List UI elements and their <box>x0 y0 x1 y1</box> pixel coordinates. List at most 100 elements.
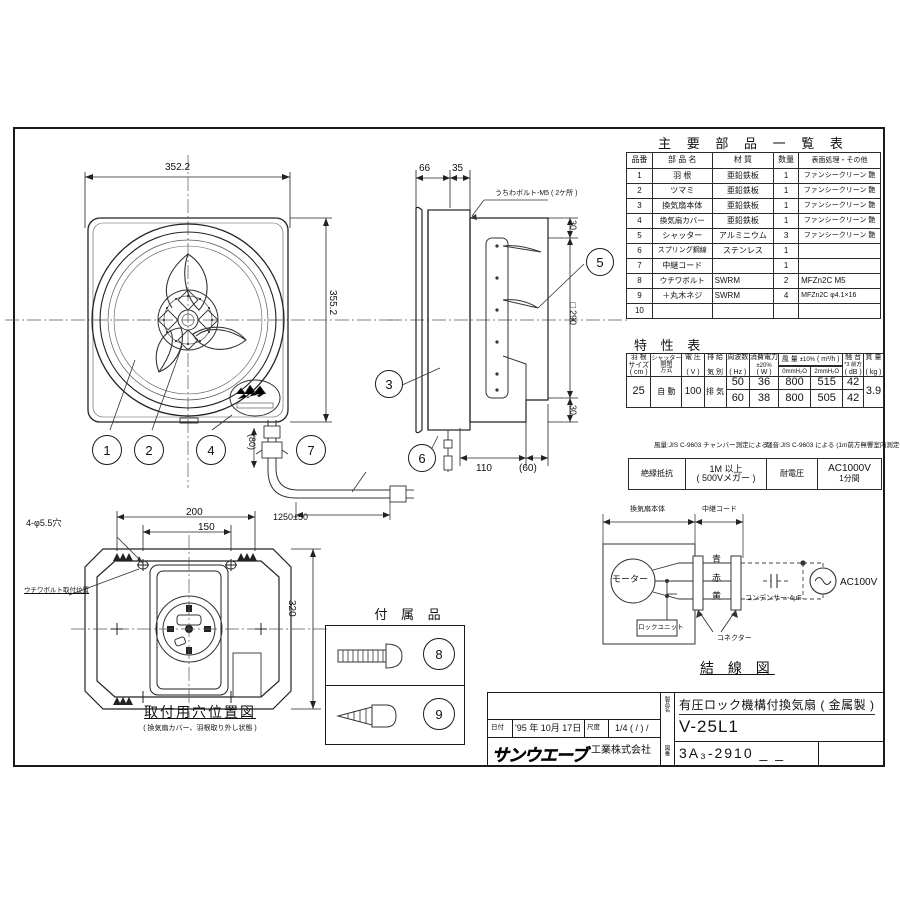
parts-th-qty: 数量 <box>773 152 800 169</box>
parts-cell-material <box>711 303 775 319</box>
spec-th-noise: 騒 音 *3 前方 ( dB ) <box>842 352 865 378</box>
power-cord-detail <box>240 420 420 530</box>
parts-cell-qty: 3 <box>773 228 800 244</box>
spec-cell-air-type: 排 気 <box>703 376 727 408</box>
balloon-5: 5 <box>586 248 614 276</box>
parts-cell-no: 3 <box>626 198 653 214</box>
cord-length-dim: 1250±50 <box>273 512 308 522</box>
title-block-div-1 <box>660 693 662 765</box>
machine-screw-icon <box>334 638 420 674</box>
spec-th-shutter: シャッター 開閉 方式 <box>650 352 683 378</box>
parts-cell-no: 8 <box>626 273 653 289</box>
side-view-dim-290: □290 <box>568 300 578 326</box>
insulation-value: 1M 以上 ( 500Vメガー ) <box>685 458 767 490</box>
parts-cell-material: ステンレス <box>711 243 775 259</box>
spec-cell-airflow-0: 800 <box>778 376 812 390</box>
drawing-number: 3A₃-2910 _ _ <box>679 745 785 761</box>
scale-value: 1/4 ( / ) / <box>615 723 649 733</box>
spec-cell-airflow-0: 800 <box>778 389 812 408</box>
product-name: 有圧ロック機構付換気扇 ( 金属製 ) <box>679 696 875 715</box>
parts-cell-qty: 1 <box>773 258 800 274</box>
title-block-div-4 <box>488 737 660 739</box>
parts-cell-no: 2 <box>626 183 653 199</box>
parts-cell-finish: ファンシークリーン 艶 <box>798 228 881 244</box>
wiring-label-body: 換気扇本体 <box>630 506 665 513</box>
side-view-dim-top-30: 30 <box>568 220 578 231</box>
parts-cell-no: 4 <box>626 213 653 229</box>
accessories-title: 付 属 品 <box>374 607 446 622</box>
table-row: 絶縁抵抗 1M 以上 ( 500Vメガー ) 耐電圧 AC1000V 1分間 <box>628 458 882 490</box>
withstand-value: AC1000V 1分間 <box>817 458 882 490</box>
electrical-table: 絶縁抵抗 1M 以上 ( 500Vメガー ) 耐電圧 AC1000V 1分間 <box>628 458 882 490</box>
side-view <box>388 160 628 490</box>
hole-view-dim-200: 200 <box>186 507 203 518</box>
title-block-div-3 <box>488 719 660 721</box>
parts-cell-material: 亜鉛鉄板 <box>711 183 775 199</box>
spec-cell-airflow-2: 515 <box>810 376 844 390</box>
parts-cell-qty: 1 <box>773 243 800 259</box>
spec-th-air-type: 排 給 気 別 <box>703 352 727 378</box>
balloon-4: 4 <box>196 435 226 465</box>
parts-cell-name: ウチワボルト <box>651 273 713 289</box>
title-block-div-9 <box>608 719 610 737</box>
capacitor-label: コンデンサー-4μF <box>745 595 802 602</box>
parts-cell-finish: ファンシークリーン 艶 <box>798 183 881 199</box>
parts-cell-finish: MFZn2C φ4.1×16 <box>798 288 881 304</box>
parts-cell-material: SWRM <box>711 273 775 289</box>
parts-cell-name <box>651 303 713 319</box>
spec-header-row-3: 0mmH₂O 2mmH₂O <box>627 365 884 378</box>
front-view-height-dim: 355.2 <box>327 290 338 316</box>
spec-footnote-right: 騒音:JIS C-9603 による (1m前方無響室内測定値) <box>766 442 900 449</box>
title-block-div-6 <box>818 741 820 765</box>
parts-cell-material: SWRM <box>711 288 775 304</box>
parts-cell-no: 6 <box>626 243 653 259</box>
wiring-lock-unit-label: ロックユニット <box>638 624 684 631</box>
side-view-dim-35: 35 <box>452 163 464 174</box>
drawing-label: 図番 <box>663 745 670 756</box>
parts-cell-finish <box>798 258 881 274</box>
parts-cell-qty: 4 <box>773 288 800 304</box>
spec-cell-shutter: 自 動 <box>650 376 683 408</box>
hole-view-dim-150: 150 <box>198 522 215 533</box>
title-block: 日付 '95 年 10月 17日 尺度 1/4 ( / ) / サンウエーブ 工… <box>487 692 885 766</box>
scale-label: 尺度 <box>587 724 600 731</box>
spec-th-airflow-group: 風 量 ±10% ( m³/h ) <box>778 353 844 366</box>
parts-cell-no: 10 <box>626 303 653 319</box>
spec-cell-frequency: 60 <box>725 389 751 408</box>
parts-th-finish: 表面処理・その他 <box>798 152 881 169</box>
parts-cell-finish: ファンシークリーン 艶 <box>798 168 881 184</box>
parts-cell-name: 羽 根 <box>651 168 713 184</box>
ac-supply-label: AC100V <box>840 577 878 588</box>
spec-cell-noise: 42 <box>842 389 865 408</box>
spec-th-weight: 質 量 ( kg ) <box>863 352 884 378</box>
parts-cell-material <box>711 258 775 274</box>
spec-cell-blade-size: 25 <box>625 376 652 408</box>
parts-cell-qty: 1 <box>773 213 800 229</box>
hole-view-dim-320: 320 <box>286 600 297 617</box>
company-logo: サンウエーブ <box>492 746 588 765</box>
balloon-9: 9 <box>423 698 455 730</box>
spec-cell-noise: 42 <box>842 376 865 390</box>
parts-cell-material: 亜鉛鉄板 <box>711 213 775 229</box>
wood-screw-icon <box>334 698 420 734</box>
wiring-diagram-title: 結 線 図 <box>700 660 775 676</box>
title-block-div-5 <box>674 741 884 743</box>
parts-th-name: 部 品 名 <box>651 152 713 169</box>
balloon-8: 8 <box>423 638 455 670</box>
parts-cell-qty: 1 <box>773 168 800 184</box>
withstand-label: 耐電圧 <box>766 458 818 490</box>
insulation-label: 絶縁抵抗 <box>628 458 686 490</box>
wire-blue-label: 青 <box>712 554 722 564</box>
parts-cell-qty: 2 <box>773 273 800 289</box>
parts-cell-name: ツマミ <box>651 183 713 199</box>
spec-cell-airflow-2: 505 <box>810 389 844 408</box>
parts-cell-finish: ファンシークリーン 艶 <box>798 213 881 229</box>
spec-th-power: 消費電力 ±20% ( W ) <box>749 352 780 378</box>
